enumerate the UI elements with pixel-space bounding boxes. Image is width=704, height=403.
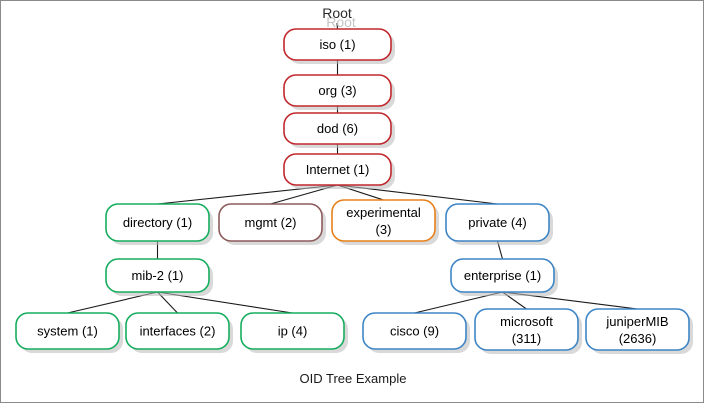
node-box: [283, 74, 392, 107]
tree-node-org[interactable]: org (3): [283, 74, 392, 107]
node-label: cisco (9): [390, 323, 439, 338]
node-layer: iso (1) org (3) dod (6) Internet (1) directo…: [15, 28, 690, 351]
tree-node-cisco[interactable]: cisco (9): [362, 312, 467, 350]
node-box: [283, 153, 392, 186]
tree-node-juniper[interactable]: juniperMIB (2636): [585, 308, 690, 351]
node-label-line2: (2636): [619, 331, 657, 346]
node-box: [450, 258, 555, 293]
node-label-line2: (311): [512, 331, 541, 346]
node-label: interfaces (2): [140, 323, 216, 338]
tree-node-mgmt[interactable]: mgmt (2): [218, 203, 323, 242]
node-box: [283, 28, 392, 61]
tree-node-iso[interactable]: iso (1): [283, 28, 392, 61]
node-label: Internet (1): [306, 162, 370, 177]
tree-node-private[interactable]: private (4): [445, 203, 550, 242]
node-box: [218, 203, 323, 242]
node-label-line1: experimental: [346, 205, 421, 220]
node-label: directory (1): [123, 215, 192, 230]
tree-node-directory[interactable]: directory (1): [105, 203, 210, 242]
node-label: org (3): [318, 83, 356, 98]
tree-node-internet[interactable]: Internet (1): [283, 153, 392, 186]
node-label: system (1): [37, 323, 98, 338]
node-box: [331, 199, 436, 242]
node-label: enterprise (1): [464, 268, 541, 283]
tree-node-mib2[interactable]: mib-2 (1): [105, 258, 210, 293]
tree-node-enterprise[interactable]: enterprise (1): [450, 258, 555, 293]
tree-node-interfaces[interactable]: interfaces (2): [125, 312, 230, 350]
node-box: [240, 312, 345, 350]
node-label: private (4): [468, 215, 527, 230]
tree-node-microsoft[interactable]: microsoft (311): [474, 308, 579, 351]
tree-node-system[interactable]: system (1): [15, 312, 120, 350]
tree-node-experimental[interactable]: experimental (3): [331, 199, 436, 242]
node-box: [445, 203, 550, 242]
node-label: iso (1): [319, 37, 355, 52]
node-box: [105, 258, 210, 293]
tree-edge: [336, 22, 339, 30]
node-label: mgmt (2): [245, 215, 297, 230]
node-box: [105, 203, 210, 242]
node-label-line2: (3): [376, 222, 392, 237]
node-label-line1: juniperMIB: [605, 314, 668, 329]
node-label: ip (4): [278, 323, 308, 338]
node-box: [362, 312, 467, 350]
node-box: [585, 308, 690, 351]
root-label-ghost: Root: [326, 14, 356, 30]
node-box: [15, 312, 120, 350]
node-box: [474, 308, 579, 351]
tree-node-ip[interactable]: ip (4): [240, 312, 345, 350]
node-label-line1: microsoft: [500, 314, 553, 329]
text-layer: Root Root OID Tree Example: [300, 5, 407, 386]
node-box: [125, 312, 230, 350]
node-label: dod (6): [317, 121, 358, 136]
diagram-caption: OID Tree Example: [300, 371, 407, 386]
root-label: Root: [322, 5, 352, 21]
node-box: [283, 112, 392, 145]
node-label: mib-2 (1): [131, 268, 183, 283]
tree-node-dod[interactable]: dod (6): [283, 112, 392, 145]
